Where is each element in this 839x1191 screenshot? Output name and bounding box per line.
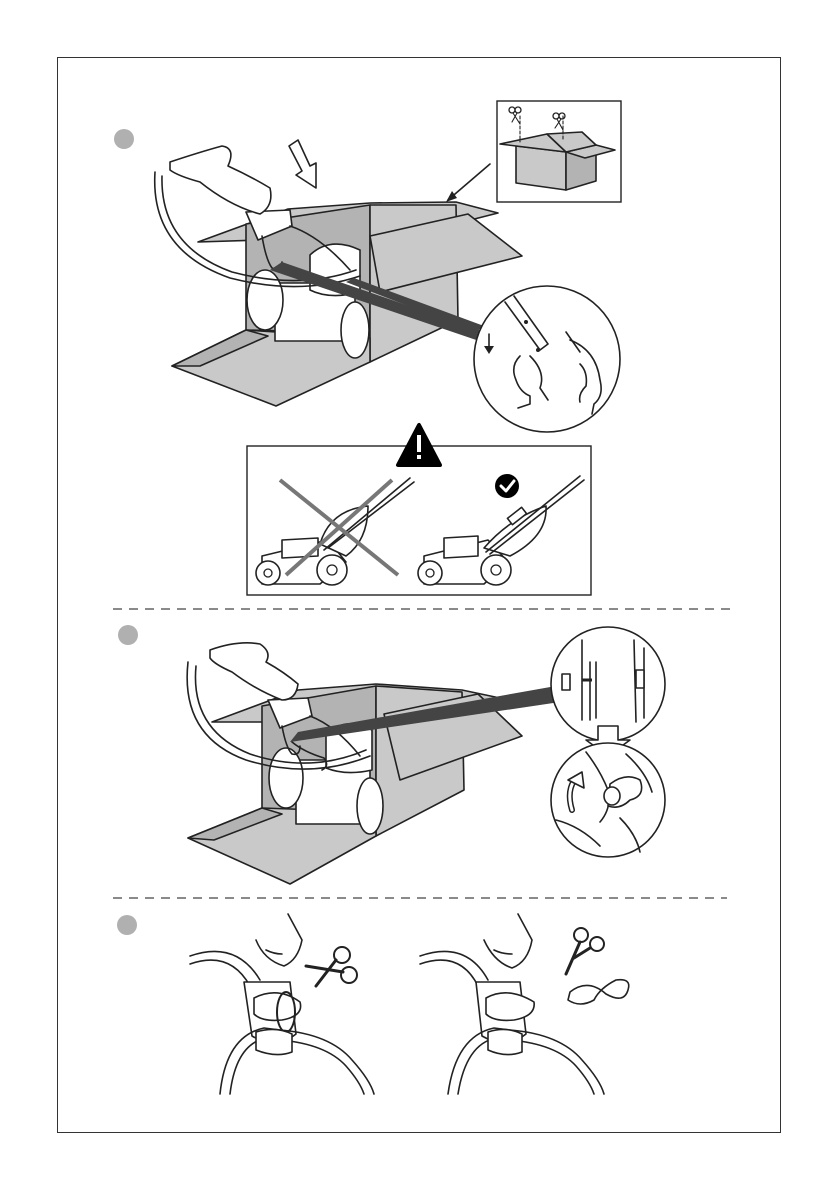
inset-box-cut bbox=[497, 101, 621, 202]
handle-assembly-after-cut bbox=[420, 914, 629, 1094]
down-arrow-icon bbox=[289, 140, 316, 188]
warning-panel bbox=[247, 425, 591, 595]
cardboard-box-1 bbox=[155, 146, 522, 406]
cardboard-box-2 bbox=[187, 643, 522, 884]
zoom-detail-upper bbox=[551, 627, 665, 741]
cut-strap bbox=[568, 980, 629, 1004]
zoom-detail-lower bbox=[551, 743, 665, 857]
step-1-marker bbox=[114, 129, 134, 149]
warning-icon bbox=[398, 425, 440, 465]
step-1 bbox=[114, 101, 621, 595]
step-2 bbox=[118, 625, 665, 884]
checkmark-icon bbox=[495, 474, 519, 498]
step-2-marker bbox=[118, 625, 138, 645]
scissors-icon bbox=[566, 928, 604, 974]
handle-assembly-before-cut bbox=[190, 914, 374, 1094]
zoom-detail-hook bbox=[474, 286, 620, 432]
step-3-marker bbox=[117, 915, 137, 935]
step-3 bbox=[117, 914, 629, 1094]
scissors-icon bbox=[306, 947, 357, 986]
